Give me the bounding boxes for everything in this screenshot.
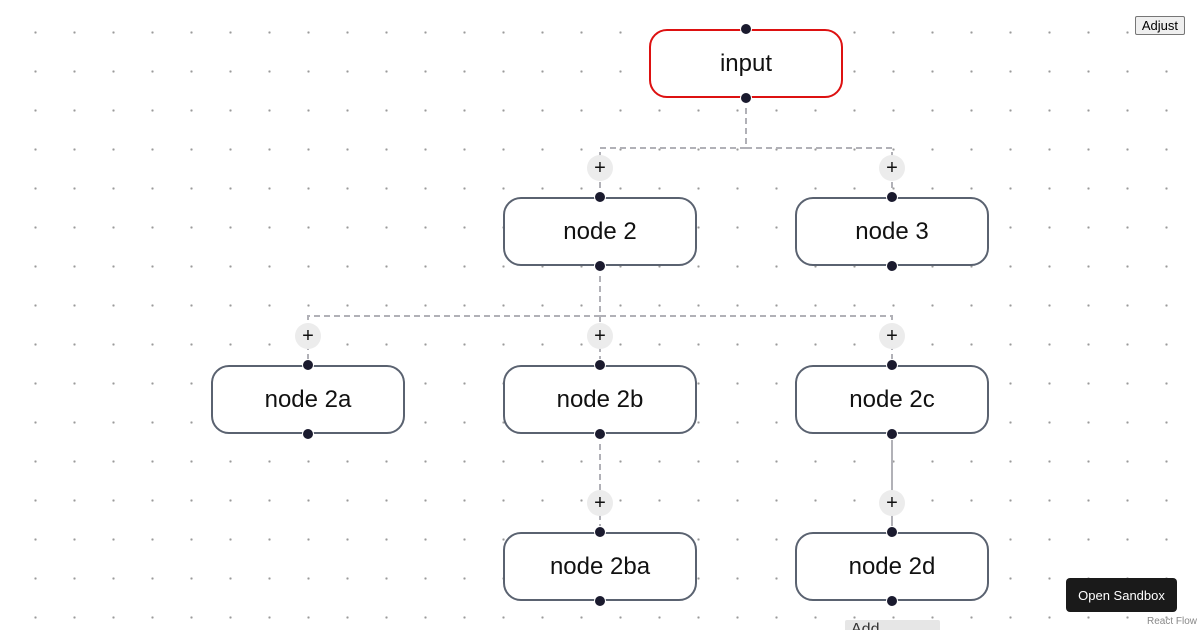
node-node2d[interactable]: node 2d	[795, 532, 989, 601]
react-flow-attribution[interactable]: React Flow	[1146, 616, 1197, 627]
node-label: node 2d	[848, 552, 936, 580]
node2b-target-handle[interactable]	[594, 359, 606, 371]
edge-input-node3[interactable]	[745, 98, 893, 197]
plus-icon: +	[594, 157, 606, 179]
add-node-to-node2ba-button[interactable]: +	[587, 490, 613, 516]
node2-target-handle[interactable]	[594, 191, 606, 203]
node2ba-target-handle[interactable]	[594, 526, 606, 538]
node2c-target-handle[interactable]	[886, 359, 898, 371]
node-node2ba[interactable]: node 2ba	[503, 532, 697, 601]
node2c-source-handle[interactable]	[886, 428, 898, 440]
node2b-source-handle[interactable]	[594, 428, 606, 440]
plus-icon: +	[886, 157, 898, 179]
input-source-handle[interactable]	[740, 92, 752, 104]
add-node-to-node2d-button[interactable]: +	[879, 490, 905, 516]
input-target-handle[interactable]	[740, 23, 752, 35]
plus-icon: +	[886, 492, 898, 514]
add-node-to-node2a-button[interactable]: +	[295, 323, 321, 349]
node2-source-handle[interactable]	[594, 260, 606, 272]
add-node-button[interactable]: Add	[845, 620, 940, 630]
node2d-source-handle[interactable]	[886, 595, 898, 607]
node3-source-handle[interactable]	[886, 260, 898, 272]
node-label: input	[719, 49, 773, 77]
node-label: node 2	[563, 217, 637, 245]
adjust-button[interactable]: Adjust	[1134, 16, 1185, 35]
node-node2b[interactable]: node 2b	[503, 365, 697, 434]
node2d-target-handle[interactable]	[886, 526, 898, 538]
open-sandbox-button[interactable]: Open Sandbox	[1066, 578, 1177, 612]
node-node2c[interactable]: node 2c	[795, 365, 989, 434]
node-node3[interactable]: node 3	[795, 197, 989, 266]
plus-icon: +	[302, 325, 314, 347]
node2a-source-handle[interactable]	[302, 428, 314, 440]
node-node2[interactable]: node 2	[503, 197, 697, 266]
add-node-to-node2c-button[interactable]: +	[879, 323, 905, 349]
edge-input-node2[interactable]	[599, 98, 747, 197]
add-node-to-node2-button[interactable]: +	[587, 155, 613, 181]
node-label: node 2b	[556, 385, 644, 413]
node2ba-source-handle[interactable]	[594, 595, 606, 607]
add-node-to-node2b-button[interactable]: +	[587, 323, 613, 349]
node-label: node 2a	[264, 385, 352, 413]
edge-node2-node2a[interactable]	[307, 266, 601, 365]
node3-target-handle[interactable]	[886, 191, 898, 203]
plus-icon: +	[594, 492, 606, 514]
plus-icon: +	[594, 325, 606, 347]
node-label: node 3	[855, 217, 929, 245]
node-node2a[interactable]: node 2a	[211, 365, 405, 434]
node-label: node 2ba	[549, 552, 651, 580]
node-label: node 2c	[849, 385, 935, 413]
node2a-target-handle[interactable]	[302, 359, 314, 371]
node-input[interactable]: input	[649, 29, 843, 98]
edge-node2-node2c[interactable]	[599, 266, 893, 365]
plus-icon: +	[886, 325, 898, 347]
add-node-to-node3-button[interactable]: +	[879, 155, 905, 181]
